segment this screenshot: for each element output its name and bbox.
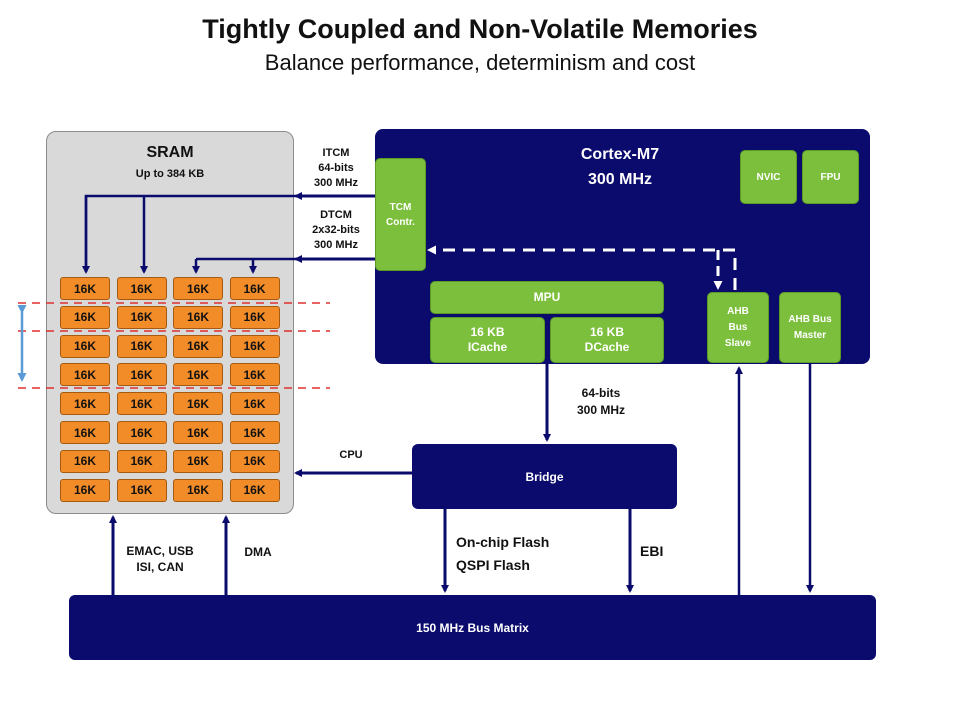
sram-bank: 16K xyxy=(229,392,280,416)
sram-bank: 16K xyxy=(229,334,280,358)
core-title: Cortex-M7 xyxy=(580,146,660,163)
sram-bank: 16K xyxy=(229,421,280,444)
sram-bank: 16K xyxy=(60,305,110,329)
dtcm-label-line: 300 MHz xyxy=(313,239,359,251)
itcm-label-line: ITCM xyxy=(322,147,350,159)
dtcm-label: DTCM 2x32-bits 300 MHz xyxy=(300,208,372,253)
itcm-label-line: 64-bits xyxy=(318,162,354,174)
bus-matrix-block: 150 MHz Bus Matrix xyxy=(69,595,876,660)
sram-bank: 16K xyxy=(229,305,280,329)
sram-subtitle: Up to 384 KB xyxy=(135,168,205,180)
tcm-label: TCM Contr. xyxy=(386,201,415,228)
sram-bank: 16K xyxy=(116,363,167,387)
ahb-master-label: AHB Bus Master xyxy=(788,313,832,341)
sram-bank: 16K xyxy=(116,305,167,329)
sram-bank: 16K xyxy=(173,449,223,473)
fpu-block: FPU xyxy=(802,150,859,204)
sram-bank: 16K xyxy=(173,421,223,444)
sram-bank: 16K xyxy=(60,478,110,502)
dcache-label: 16 KB DCache xyxy=(584,325,630,354)
tcm-controller: TCM Contr. xyxy=(375,158,426,271)
sram-bank: 16K xyxy=(60,392,110,416)
mpu-block: MPU xyxy=(430,281,664,314)
onchip-label-line: On-chip Flash xyxy=(456,534,550,550)
onchip-label-line: QSPI Flash xyxy=(456,557,530,573)
emac-label-line: EMAC, USB xyxy=(126,544,194,558)
sram-bank: 16K xyxy=(173,478,223,502)
sram-bank: 16K xyxy=(173,277,223,300)
dtcm-label-line: DTCM xyxy=(320,209,352,221)
ahb-bus-slave: AHB Bus Slave xyxy=(707,292,769,363)
core-bus-label-line: 64-bits xyxy=(581,386,621,400)
ebi-label: EBI xyxy=(640,543,664,559)
bridge-block: Bridge xyxy=(412,444,677,509)
emac-label-line: ISI, CAN xyxy=(136,560,184,574)
ahb-bus-master: AHB Bus Master xyxy=(779,292,841,363)
sram-bank: 16K xyxy=(229,363,280,387)
core-frequency: 300 MHz xyxy=(587,171,653,188)
page-subtitle: Balance performance, determinism and cos… xyxy=(264,50,696,75)
fpu-label: FPU xyxy=(820,171,841,183)
onchip-flash-label: On-chip Flash QSPI Flash xyxy=(456,531,586,577)
sram-bank: 16K xyxy=(116,334,167,358)
sram-bank: 16K xyxy=(173,334,223,358)
itcm-label: ITCM 64-bits 300 MHz xyxy=(300,146,372,191)
ahb-slave-label: AHB Bus Slave xyxy=(724,305,752,349)
nvic-block: NVIC xyxy=(740,150,797,204)
sram-bank: 16K xyxy=(116,421,167,444)
dcache-block: 16 KB DCache xyxy=(550,317,664,363)
sram-bank: 16K xyxy=(229,277,280,300)
sram-bank: 16K xyxy=(173,363,223,387)
sram-bank: 16K xyxy=(116,392,167,416)
nvic-label: NVIC xyxy=(756,171,781,183)
sram-bank: 16K xyxy=(229,449,280,473)
sram-bank: 16K xyxy=(173,392,223,416)
ahb-slave-tcm-path xyxy=(427,245,737,290)
sram-bank: 16K xyxy=(173,305,223,329)
page-title: Tightly Coupled and Non-Volatile Memorie… xyxy=(202,14,758,44)
sram-title: SRAM xyxy=(146,144,194,161)
sram-bank: 16K xyxy=(60,334,110,358)
mpu-label: MPU xyxy=(533,290,561,304)
itcm-label-line: 300 MHz xyxy=(313,177,359,189)
dtcm-label-line: 2x32-bits xyxy=(312,224,360,236)
sram-bank: 16K xyxy=(60,449,110,473)
icache-label: 16 KB ICache xyxy=(467,325,508,354)
cpu-label: CPU xyxy=(339,449,363,461)
bus-matrix-label: 150 MHz Bus Matrix xyxy=(416,620,529,635)
core-bus-label: 64-bits 300 MHz xyxy=(558,385,644,419)
sram-bank: 16K xyxy=(116,478,167,502)
icache-block: 16 KB ICache xyxy=(430,317,545,363)
emac-label: EMAC, USB ISI, CAN xyxy=(118,543,202,575)
sram-bank: 16K xyxy=(116,277,167,300)
sram-bank: 16K xyxy=(60,277,110,300)
sram-bank: 16K xyxy=(60,421,110,444)
dma-label: DMA xyxy=(244,545,272,559)
bridge-label: Bridge xyxy=(525,469,564,484)
sram-bank: 16K xyxy=(60,363,110,387)
sram-bank: 16K xyxy=(229,478,280,502)
sram-bank: 16K xyxy=(116,449,167,473)
core-bus-label-line: 300 MHz xyxy=(576,403,626,417)
